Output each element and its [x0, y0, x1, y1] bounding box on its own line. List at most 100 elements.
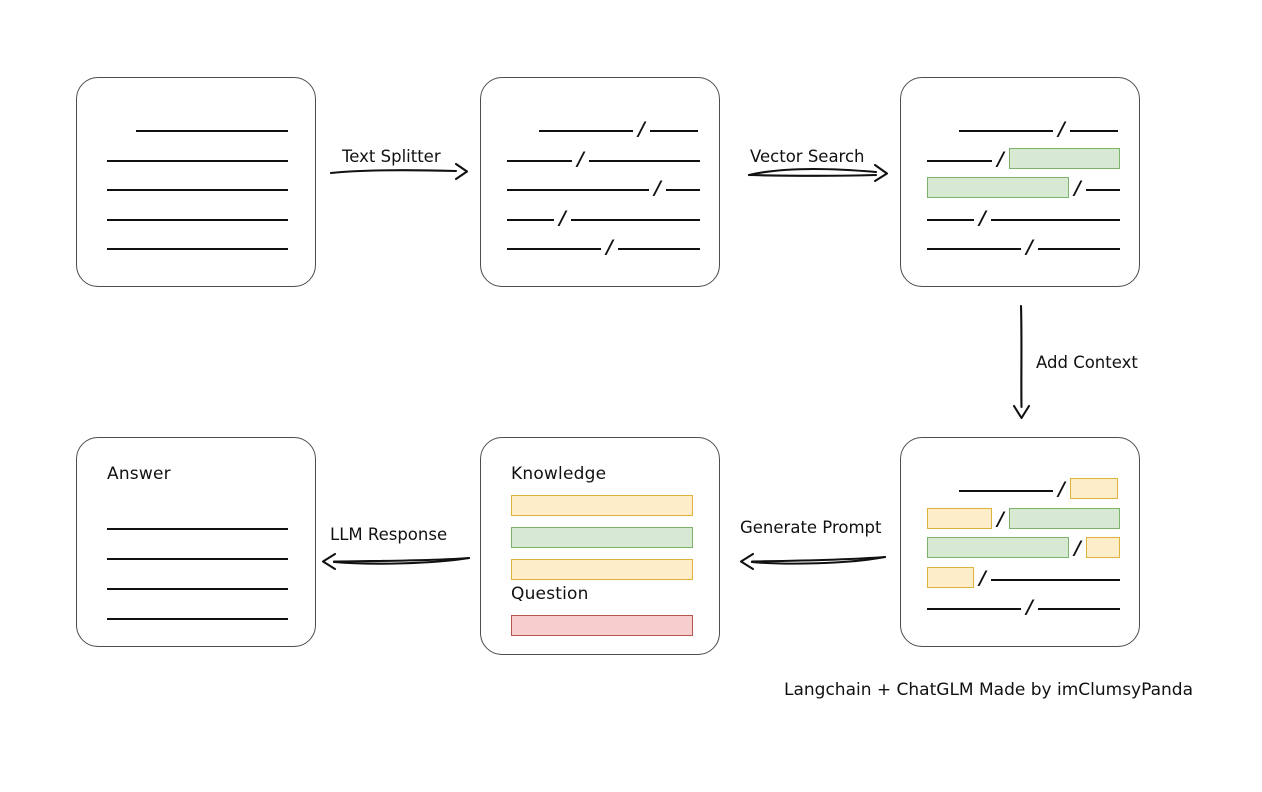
document-line: /	[959, 478, 1118, 500]
text-rule	[1037, 608, 1120, 610]
knowledge-label: Knowledge	[511, 464, 607, 484]
knowledge-bar	[511, 495, 693, 516]
highlighted-chunk-yellow	[927, 507, 992, 529]
document-line: /	[927, 507, 1120, 530]
document-line: /	[927, 177, 1120, 199]
text-rule	[649, 130, 698, 132]
arrow-add-context	[1010, 304, 1036, 420]
line-separator-slash: /	[1058, 118, 1065, 140]
line-separator-slash: /	[997, 507, 1004, 530]
knowledge-bar	[511, 527, 693, 548]
line-separator-slash: /	[979, 206, 986, 229]
document-line: /	[927, 147, 1120, 170]
text-rule	[588, 159, 700, 162]
answer-box[interactable]: Answer	[76, 437, 316, 647]
document-line	[107, 177, 288, 191]
line-separator-slash: /	[1074, 177, 1081, 199]
document-line	[136, 118, 288, 132]
document-line: /	[507, 177, 700, 199]
highlighted-chunk-yellow	[1085, 537, 1120, 558]
text-rule	[507, 248, 601, 250]
line-separator-slash: /	[979, 566, 986, 589]
text-rule	[1069, 130, 1118, 132]
document-line: /	[927, 537, 1120, 559]
text-rule	[507, 218, 554, 221]
document-line: /	[507, 147, 700, 170]
line-separator-slash: /	[1074, 537, 1081, 559]
text-rule	[1037, 248, 1120, 250]
arrow-llm-response-label: LLM Response	[330, 525, 448, 544]
text-rule	[927, 248, 1021, 250]
arrow-add-context-label: Add Context	[1036, 353, 1138, 372]
document-line	[107, 546, 288, 560]
text-rule	[990, 218, 1120, 221]
document-line	[107, 207, 288, 221]
arrow-vector-search	[747, 162, 890, 188]
highlighted-chunk-green	[1008, 507, 1120, 529]
line-separator-slash: /	[997, 147, 1004, 170]
text-rule	[1085, 189, 1120, 191]
text-rule	[959, 130, 1053, 132]
document-line: /	[927, 596, 1120, 618]
document-line: /	[927, 236, 1120, 258]
document-line: /	[927, 566, 1120, 589]
text-rule	[107, 588, 288, 590]
text-rule	[665, 189, 700, 191]
text-rule	[570, 218, 700, 221]
document-line: /	[539, 118, 698, 140]
source-document-box[interactable]	[76, 77, 316, 287]
highlighted-chunk-green	[927, 537, 1069, 558]
highlighted-chunk-yellow	[927, 566, 974, 588]
document-line: /	[959, 118, 1118, 140]
document-line	[107, 576, 288, 590]
text-rule	[107, 618, 288, 620]
text-rule	[107, 218, 288, 221]
text-rule	[507, 189, 649, 191]
text-rule	[927, 608, 1021, 610]
document-line: /	[507, 206, 700, 229]
arrow-generate-prompt-label: Generate Prompt	[740, 518, 882, 537]
highlighted-chunk-yellow	[1069, 478, 1118, 499]
text-rule	[107, 189, 288, 191]
arrow-text-splitter-label: Text Splitter	[342, 147, 441, 166]
document-line	[107, 606, 288, 620]
highlighted-chunk-green	[1008, 147, 1120, 169]
arrow-llm-response	[320, 548, 471, 574]
knowledge-bar	[511, 559, 693, 580]
text-rule	[107, 528, 288, 530]
document-line	[107, 516, 288, 530]
text-rule	[617, 248, 700, 250]
line-separator-slash: /	[1026, 236, 1033, 258]
split-document-box[interactable]: / / / / /	[480, 77, 720, 287]
line-separator-slash: /	[654, 177, 661, 199]
document-line: /	[927, 206, 1120, 229]
question-bar	[511, 615, 693, 636]
text-rule	[136, 130, 288, 132]
prompt-box[interactable]: Knowledge Question	[480, 437, 720, 655]
arrow-generate-prompt	[738, 548, 887, 574]
line-separator-slash: /	[606, 236, 613, 258]
line-separator-slash: /	[577, 147, 584, 170]
line-separator-slash: /	[638, 118, 645, 140]
text-rule	[990, 578, 1120, 581]
document-line: /	[507, 236, 700, 258]
context-document-box[interactable]: / / / / /	[900, 437, 1140, 647]
footer-credit: Langchain + ChatGLM Made by imClumsyPand…	[784, 680, 1193, 700]
text-rule	[107, 248, 288, 250]
text-rule	[539, 130, 633, 132]
text-rule	[107, 558, 288, 560]
document-line	[107, 148, 288, 162]
text-rule	[507, 159, 572, 162]
line-separator-slash: /	[559, 206, 566, 229]
question-label: Question	[511, 584, 589, 604]
arrow-vector-search-label: Vector Search	[750, 147, 865, 166]
text-rule	[927, 159, 992, 162]
line-separator-slash: /	[1026, 596, 1033, 618]
text-rule	[959, 490, 1053, 492]
answer-title: Answer	[107, 464, 171, 484]
arrow-text-splitter	[329, 160, 470, 186]
vector-matched-document-box[interactable]: / / / / /	[900, 77, 1140, 287]
line-separator-slash: /	[1058, 478, 1065, 500]
text-rule	[927, 218, 974, 221]
